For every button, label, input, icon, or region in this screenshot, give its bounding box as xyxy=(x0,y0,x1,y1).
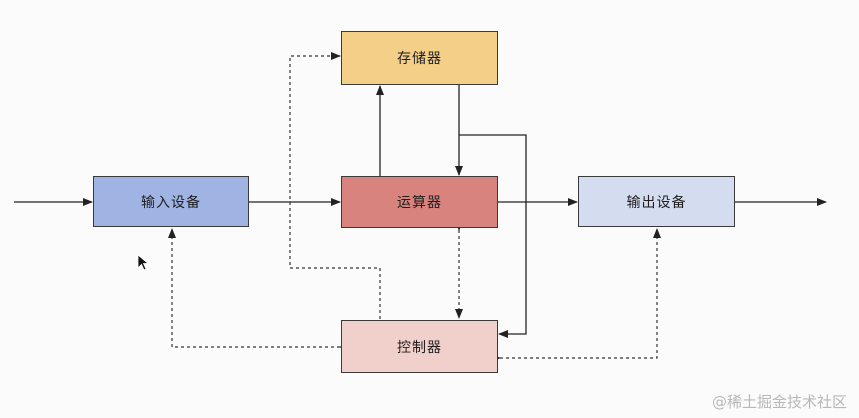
arrow-memory-to-control xyxy=(459,134,527,338)
watermark: @稀土掘金技术社区 xyxy=(711,393,847,411)
node-output-label: 输出设备 xyxy=(626,194,687,211)
node-alu-label: 运算器 xyxy=(397,195,442,211)
node-alu: 运算器 xyxy=(341,176,498,228)
node-control-unit: 控制器 xyxy=(341,320,498,373)
node-memory: 存储器 xyxy=(341,31,498,85)
node-control-label: 控制器 xyxy=(397,339,442,356)
node-input-label: 输入设备 xyxy=(141,194,201,211)
dashed-control-input-link xyxy=(168,228,349,351)
node-output-device: 输出设备 xyxy=(578,176,735,227)
node-memory-label: 存储器 xyxy=(397,51,442,67)
mouse-cursor-icon xyxy=(137,254,149,271)
node-input-device: 输入设备 xyxy=(93,176,249,227)
dashed-control-output-link xyxy=(491,228,661,362)
